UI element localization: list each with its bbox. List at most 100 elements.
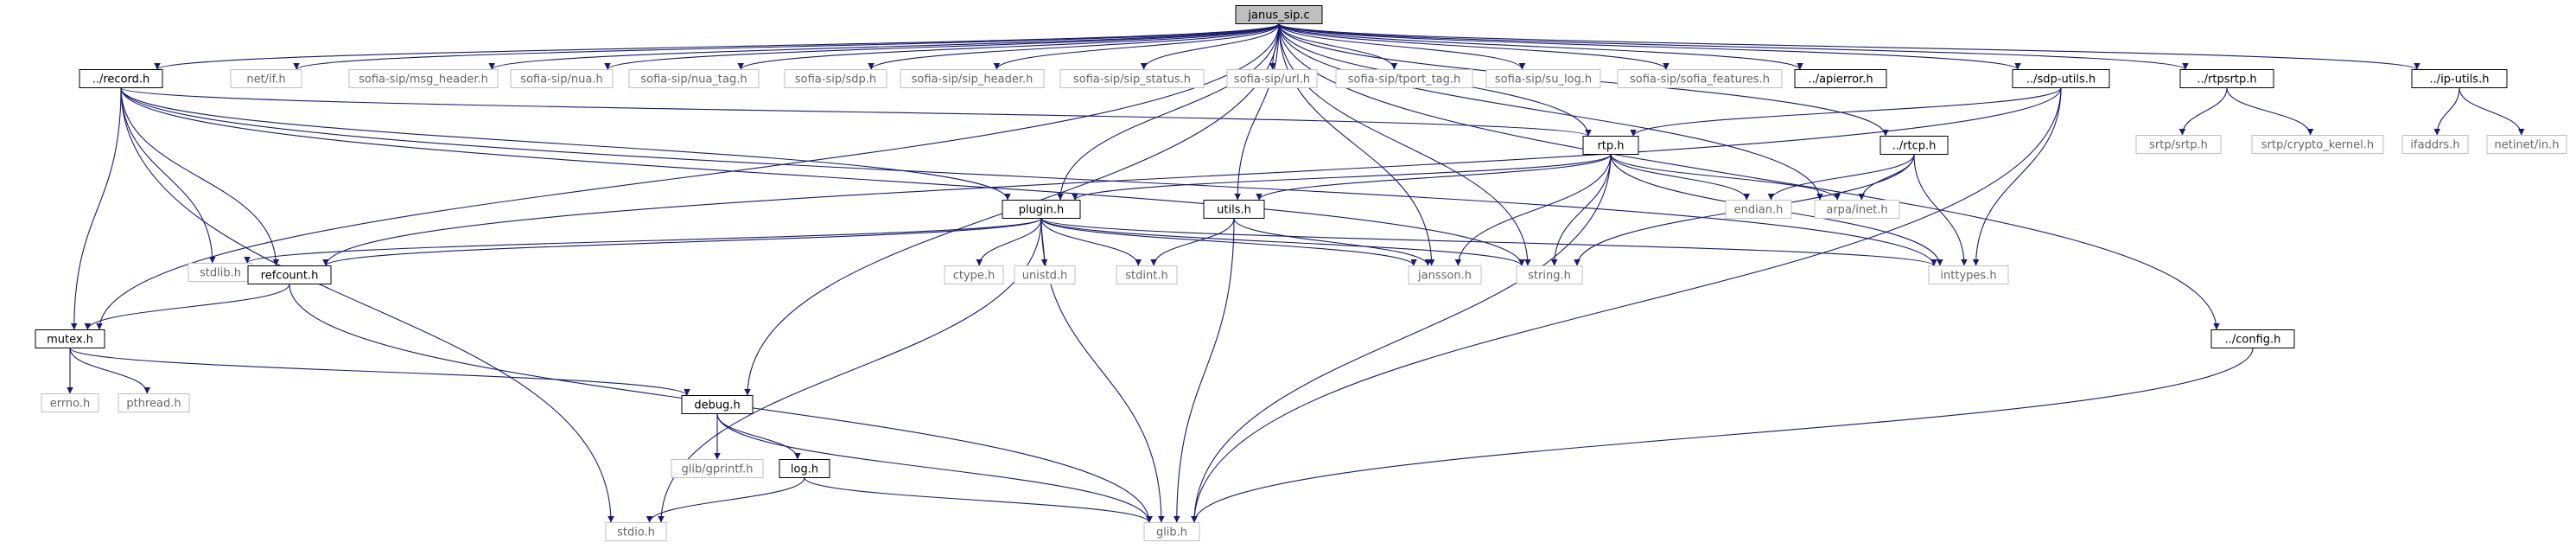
edge-janus_sip-to-apierror	[1278, 23, 1803, 70]
edge-janus_sip-to-arpa_inet	[1278, 23, 1823, 201]
edge-plugin-to-stdint	[1040, 218, 1142, 266]
edge-janus_sip-to-record	[154, 23, 1280, 70]
edge-config-to-glib	[1191, 348, 2254, 523]
node-box	[900, 69, 1045, 88]
edge-plugin-to-inttypes	[1040, 218, 1937, 266]
node-sofia-features: sofia-sip/sofia_features.h	[1617, 69, 1783, 88]
node-box	[1116, 265, 1178, 284]
node-label: net/if.h	[246, 73, 285, 86]
node-label: ctype.h	[953, 270, 995, 283]
edge-janus_sip-to-sip_status	[1140, 23, 1280, 70]
edge-janus_sip-to-sdp_utils	[1278, 23, 2021, 70]
edge-plugin-to-stdlib	[244, 218, 1042, 264]
node-pthread: pthread.h	[118, 393, 190, 412]
node-box	[1002, 200, 1081, 219]
edge-record-to-string_h	[120, 87, 1525, 266]
node-label: ../ip-utils.h	[2430, 73, 2490, 86]
node-box	[605, 522, 667, 541]
node-log[interactable]: log.h	[779, 459, 830, 478]
node-sdp-utils[interactable]: ../sdp-utils.h	[2012, 69, 2110, 88]
edge-plugin-to-glib	[1040, 218, 1165, 523]
node-label: glib/gprintf.h	[682, 463, 754, 476]
node-gprintf: glib/gprintf.h	[671, 459, 764, 478]
node-box	[784, 69, 887, 88]
node-label: sofia-sip/sofia_features.h	[1630, 73, 1770, 86]
edges-layer	[67, 23, 2525, 523]
node-janus-sip[interactable]: janus_sip.c	[1235, 5, 1323, 24]
edge-janus_sip-to-sdp	[868, 23, 1280, 70]
node-box	[2251, 135, 2384, 154]
node-box	[247, 265, 332, 284]
node-label: ../rtcp.h	[1892, 140, 1937, 153]
node-sip-header: sofia-sip/sip_header.h	[900, 69, 1045, 88]
edge-record-to-inttypes	[120, 87, 1937, 266]
edge-debug-to-glib	[716, 413, 1153, 523]
node-box	[1794, 69, 1887, 88]
edge-record-to-stdio	[120, 87, 614, 523]
node-refcount[interactable]: refcount.h	[247, 265, 332, 284]
node-su-log: sofia-sip/su_log.h	[1485, 69, 1601, 88]
node-label: log.h	[791, 463, 818, 476]
node-utils[interactable]: utils.h	[1203, 200, 1265, 219]
edge-sdp_utils-to-rtp	[1630, 87, 2062, 137]
node-box	[671, 459, 764, 478]
node-box	[35, 329, 105, 348]
edge-janus_sip-to-sofia_features	[1278, 23, 1670, 70]
node-box	[1582, 136, 1639, 155]
node-label: plugin.h	[1019, 204, 1065, 217]
node-label: mutex.h	[47, 334, 93, 347]
node-label: sofia-sip/url.h	[1234, 73, 1310, 86]
node-apierror[interactable]: ../apierror.h	[1794, 69, 1887, 88]
edge-janus_sip-to-mutex	[96, 23, 1280, 330]
node-mutex[interactable]: mutex.h	[35, 329, 105, 348]
node-errno: errno.h	[41, 393, 99, 412]
node-stdio: stdio.h	[605, 522, 667, 541]
node-config[interactable]: ../config.h	[2210, 329, 2295, 348]
edge-rtpsrtp-to-crypto_kernel	[2226, 87, 2314, 136]
node-box	[1235, 5, 1323, 24]
node-string-h: string.h	[1516, 265, 1583, 284]
node-ip-utils[interactable]: ../ip-utils.h	[2411, 69, 2508, 88]
node-ifaddrs: ifaddrs.h	[2401, 135, 2469, 154]
edge-rtcp-to-inttypes	[1913, 154, 1968, 266]
node-rtp[interactable]: rtp.h	[1582, 136, 1639, 155]
node-record[interactable]: ../record.h	[79, 69, 163, 88]
node-label: srtp/crypto_kernel.h	[2261, 139, 2374, 152]
edge-rtp-to-string_h	[1550, 154, 1612, 266]
node-netinet-in: netinet/in.h	[2486, 135, 2567, 154]
node-box	[1014, 265, 1076, 284]
node-arpa-inet: arpa/inet.h	[1814, 200, 1900, 219]
node-label: sofia-sip/tport_tag.h	[1348, 73, 1461, 86]
edge-ip_utils-to-netinet_in	[2458, 87, 2525, 136]
edge-log-to-glib	[804, 477, 1153, 523]
node-box	[1617, 69, 1783, 88]
node-box	[2135, 135, 2222, 154]
edge-rtp-to-glib	[1191, 154, 1612, 523]
edge-rtp-to-arpa_inet	[1610, 154, 1841, 201]
node-box	[2012, 69, 2110, 88]
node-glib: glib.h	[1143, 522, 1200, 541]
node-box	[1814, 200, 1900, 219]
node-label: sofia-sip/su_log.h	[1495, 73, 1592, 86]
node-label: ifaddrs.h	[2410, 139, 2459, 152]
node-debug[interactable]: debug.h	[681, 395, 754, 414]
node-box	[628, 69, 760, 88]
edge-plugin-to-string_h	[1040, 218, 1525, 266]
node-box	[1516, 265, 1583, 284]
node-rtpsrtp[interactable]: ../rtpsrtp.h	[2179, 69, 2274, 88]
edge-janus_sip-to-nua	[604, 23, 1280, 70]
node-label: sofia-sip/sip_status.h	[1073, 73, 1191, 86]
node-plugin[interactable]: plugin.h	[1002, 200, 1081, 219]
node-label: errno.h	[50, 398, 91, 411]
node-box	[1408, 265, 1482, 284]
node-label: pthread.h	[126, 398, 181, 411]
node-label: debug.h	[694, 399, 740, 412]
edge-janus_sip-to-msg_header	[488, 23, 1280, 70]
nodes-layer: janus_sip.c ../record.h net/if.h sofia-sip/…	[35, 5, 2567, 541]
node-rtcp[interactable]: ../rtcp.h	[1880, 136, 1949, 155]
node-box	[1485, 69, 1601, 88]
node-sdp: sofia-sip/sdp.h	[784, 69, 887, 88]
node-box	[2486, 135, 2567, 154]
edge-janus_sip-to-jansson	[1278, 23, 1435, 266]
node-label: sofia-sip/sip_header.h	[912, 73, 1034, 86]
